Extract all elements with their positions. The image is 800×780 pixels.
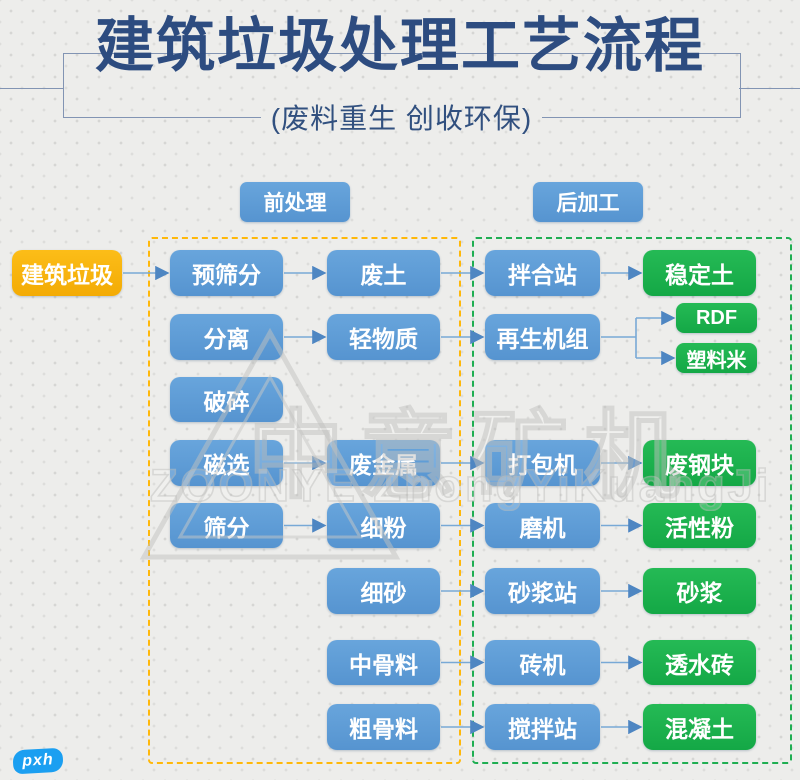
node-zgl: 中骨料 [327,640,440,685]
node-fl: 分离 [170,314,283,360]
node-ft: 废土 [327,250,440,296]
node-sf: 筛分 [170,503,283,548]
node-zsjz: 再生机组 [485,314,600,360]
node-dbj: 打包机 [485,440,600,486]
node-cx: 磁选 [170,440,283,486]
node-sjz: 砂浆站 [485,568,600,614]
node-hnt: 混凝土 [643,704,756,750]
header-rule-right [739,88,800,89]
node-ps: 破碎 [170,377,283,422]
header-rule-left [0,88,63,89]
subtitle-row: (废料重生 创收环保) [63,101,740,134]
node-fjs: 废金属 [327,440,440,486]
node-mj: 磨机 [485,503,600,548]
node-zj: 砖机 [485,640,600,685]
section-label-postprocessing: 后加工 [533,182,643,222]
node-ysf: 预筛分 [170,250,283,296]
subtitle-rule-left [63,116,261,118]
section-label-pretreatment: 前处理 [240,182,350,222]
node-qwz: 轻物质 [327,314,440,360]
node-xs: 细砂 [327,568,440,614]
node-jbz: 搅拌站 [485,704,600,750]
title-frame [63,53,741,118]
node-wdt: 稳定土 [643,250,756,296]
page-title: 建筑垃圾处理工艺流程 [94,13,705,79]
pxh-badge: pxh [12,747,64,775]
node-xf: 细粉 [327,503,440,548]
subtitle-rule-right [542,116,740,118]
node-jzlj: 建筑垃圾 [12,250,122,296]
node-tsz: 透水砖 [643,640,756,685]
postprocessing-dashed-area [472,237,792,764]
page-subtitle: (废料重生 创收环保) [270,103,533,134]
node-sj: 砂浆 [643,568,756,614]
node-hxf: 活性粉 [643,503,756,548]
node-slm: 塑料米 [676,343,757,373]
node-rdf: RDF [676,303,757,333]
node-cgl: 粗骨料 [327,704,440,750]
node-fgk: 废钢块 [643,440,756,486]
node-bhz: 拌合站 [485,250,600,296]
